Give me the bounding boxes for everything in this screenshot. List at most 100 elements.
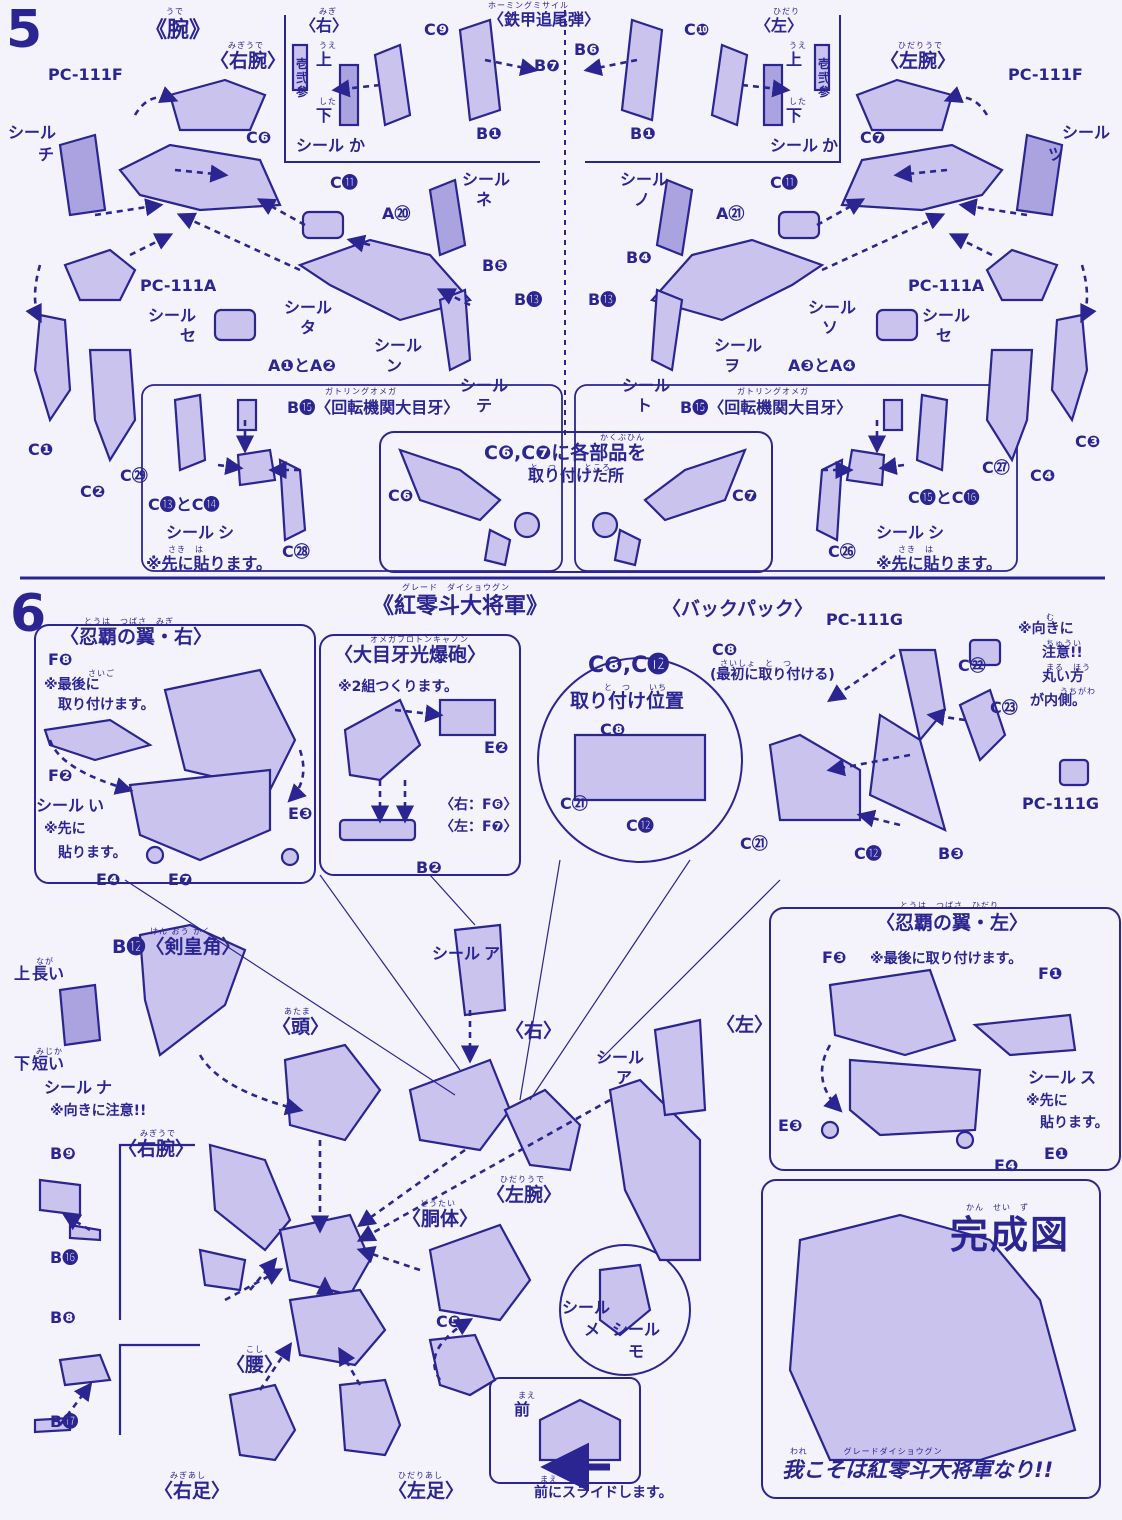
sticker-code-se-left: セ bbox=[936, 326, 953, 345]
part-b13: B⓭ bbox=[514, 290, 543, 309]
seal-first-note-2: 貼ります。 bbox=[58, 845, 127, 861]
sticker-label: シール bbox=[166, 523, 215, 542]
backpack-label: 〈バックパック〉 bbox=[662, 598, 814, 620]
sticker-label: シール bbox=[612, 1320, 661, 1339]
sticker-code-a-2: ア bbox=[616, 1068, 633, 1087]
part-c7: C❼ bbox=[860, 128, 886, 147]
orient-ruby-3: まる ほう bbox=[1046, 663, 1091, 672]
up-label-left: 上 bbox=[786, 50, 803, 69]
sticker-code-n: ン bbox=[386, 356, 403, 375]
orient-note-4: が内側。 bbox=[1030, 693, 1086, 709]
part-b3: B❸ bbox=[938, 844, 964, 863]
right-label-6: 〈右〉 bbox=[505, 1020, 563, 1042]
wing-note-last: ※最後に bbox=[44, 677, 100, 693]
part-c12: C⓬ bbox=[854, 844, 882, 863]
sticker-code-i: い bbox=[88, 796, 105, 815]
sticker-label: シール bbox=[462, 170, 511, 189]
orient-ruby-2: ちゅうい bbox=[1046, 639, 1082, 648]
part-f2: F❷ bbox=[48, 766, 73, 785]
right-label: 〈右〉 bbox=[300, 16, 349, 35]
position-ruby: と つ いち bbox=[604, 683, 667, 692]
part-b8: B❽ bbox=[50, 1308, 76, 1327]
short-ruby: みじか bbox=[36, 1047, 63, 1056]
part-c21: C㉑ bbox=[740, 834, 768, 853]
sticker-code-te: テ bbox=[476, 396, 493, 415]
down-label: 下 bbox=[316, 106, 333, 125]
gatling-label-left: B⓯〈回転機関大目牙〉 bbox=[680, 398, 853, 417]
waist-ruby: こし bbox=[246, 1345, 264, 1354]
head-label: 〈頭〉 bbox=[272, 1016, 330, 1038]
part-c21-pos: C㉑ bbox=[560, 794, 588, 813]
note-first-ruby-left: さき は bbox=[898, 545, 934, 554]
horn-label: B⓬〈剣皇角〉 bbox=[112, 936, 241, 958]
horn-note: ※向きに注意!! bbox=[50, 1103, 147, 1119]
note-apply-first-left: ※先に貼ります。 bbox=[876, 554, 1002, 573]
sticker-code-to: ト bbox=[636, 396, 653, 415]
part-e3-left: E❸ bbox=[778, 1116, 803, 1135]
sticker-label: シール bbox=[620, 170, 669, 189]
sticker-label: シール bbox=[432, 944, 481, 963]
left-leg-label: 〈左足〉 bbox=[388, 1480, 465, 1502]
completed-slogan: 我こそは紅零斗大将軍なり!! bbox=[782, 1458, 1054, 1482]
sticker-label: シール bbox=[876, 523, 925, 542]
seal-first-note: ※先に bbox=[44, 821, 86, 837]
position-title: C❽,C⓬ bbox=[588, 653, 670, 678]
sticker-label: シール bbox=[44, 1078, 93, 1097]
sticker-label: シール bbox=[922, 306, 971, 325]
complete-ruby: かん せい ず bbox=[966, 1203, 1029, 1212]
right-leg-label: 〈右足〉 bbox=[154, 1480, 231, 1502]
right-arm-ruby: みぎうで bbox=[228, 41, 264, 50]
sticker-label: シール bbox=[808, 298, 857, 317]
part-b6: B❻ bbox=[574, 40, 600, 59]
part-c9: C❾ bbox=[424, 20, 450, 39]
part-pc111g-2: PC-111G bbox=[1022, 794, 1100, 813]
long-ruby: なが bbox=[36, 957, 54, 966]
part-e7: E❼ bbox=[168, 870, 193, 889]
part-b16: B⓰ bbox=[50, 1248, 79, 1267]
gatling-ruby-left: ガトリングオメガ bbox=[737, 387, 809, 396]
part-c28: C㉘ bbox=[282, 542, 310, 561]
sticker-code-se: セ bbox=[180, 326, 197, 345]
up-ruby-left: うえ bbox=[789, 41, 807, 50]
sticker-label: シール bbox=[622, 376, 671, 395]
sticker-label: シール bbox=[1062, 123, 1111, 142]
sticker-label: シール bbox=[374, 336, 423, 355]
head-ruby: あたま bbox=[284, 1007, 311, 1016]
sticker-code-su: ス bbox=[1080, 1068, 1097, 1087]
step-number-6: 6 bbox=[10, 584, 47, 644]
missile-label: 〈鉄甲追尾弾〉 bbox=[488, 10, 601, 29]
sticker-code-ka: か bbox=[349, 136, 366, 155]
short-label: 短い bbox=[32, 1054, 65, 1073]
sticker-label: シール bbox=[8, 123, 57, 142]
sticker-code-ne: ネ bbox=[476, 190, 493, 209]
horn-up-label: 上 bbox=[14, 964, 31, 983]
part-c8: C❽ bbox=[712, 640, 738, 659]
right-arm-label: 〈右腕〉 bbox=[210, 50, 287, 72]
part-pc111f: PC-111F bbox=[48, 65, 123, 84]
sticker-code-no: ノ bbox=[634, 190, 651, 209]
wing-left-note: ※最後に取り付けます。 bbox=[870, 951, 1023, 967]
part-c26: C㉖ bbox=[828, 542, 856, 561]
part-c11: C⓫ bbox=[330, 173, 358, 192]
orient-ruby-4: うちがわ bbox=[1060, 687, 1096, 696]
arm-title-ruby: うで bbox=[166, 7, 184, 16]
part-a1-a2: A❶とA❷ bbox=[268, 356, 336, 375]
left-label-6: 〈左〉 bbox=[716, 1014, 774, 1036]
part-e2: E❷ bbox=[484, 738, 509, 757]
left-arm-label-6: 〈左腕〉 bbox=[486, 1184, 563, 1206]
sticker-code-mo: モ bbox=[628, 1342, 645, 1361]
part-c5: C❺ bbox=[436, 1312, 462, 1331]
sticker-label: シール bbox=[460, 376, 509, 395]
center-caption-1: C❻,C❼に各部品を bbox=[484, 442, 647, 464]
right-ruby: みぎ bbox=[319, 7, 337, 16]
down-label-left: 下 bbox=[786, 106, 803, 125]
part-e4-left: E❹ bbox=[994, 1156, 1019, 1175]
wing-note-attach: 取り付けます。 bbox=[58, 697, 155, 713]
left-arm-label: 〈左腕〉 bbox=[880, 50, 957, 72]
part-a3-a4: A❸とA❹ bbox=[788, 356, 856, 375]
part-c29: C㉙ bbox=[120, 466, 148, 485]
part-e1: E❶ bbox=[1044, 1144, 1069, 1163]
front-ruby: まえ bbox=[518, 1391, 536, 1400]
